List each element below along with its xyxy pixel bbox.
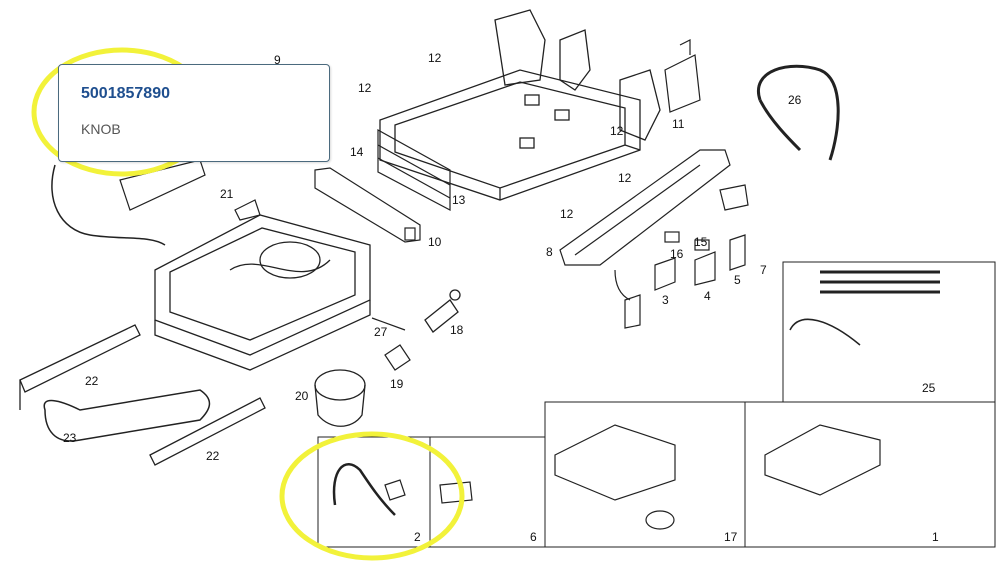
side-rail[interactable] [559, 149, 731, 266]
label-25: 25 [922, 381, 936, 395]
part-callout: 5001857890 KNOB [58, 64, 330, 162]
part-labels: 1 2 3 4 5 6 7 8 9 10 11 12 12 12 12 12 1… [63, 51, 939, 544]
highlight-ellipse-part-2 [279, 431, 465, 561]
label-12a: 12 [428, 51, 442, 65]
label-7: 7 [760, 263, 767, 277]
small-parts-cluster[interactable] [614, 184, 749, 329]
label-23: 23 [63, 431, 77, 445]
label-22a: 22 [85, 374, 99, 388]
slide-rail-right[interactable] [149, 397, 266, 466]
label-19: 19 [390, 377, 404, 391]
label-15: 15 [694, 235, 708, 249]
seat-frame-assembly[interactable] [379, 9, 661, 201]
label-12d: 12 [560, 207, 574, 221]
label-3: 3 [662, 293, 669, 307]
label-8: 8 [546, 245, 553, 259]
label-12c: 12 [618, 171, 632, 185]
seat-cushion-assembly[interactable] [154, 214, 371, 371]
cylinder[interactable] [424, 289, 461, 333]
label-5: 5 [734, 273, 741, 287]
label-13: 13 [452, 193, 466, 207]
label-16: 16 [670, 247, 684, 261]
kit-box-25[interactable] [782, 261, 996, 403]
label-27: 27 [374, 325, 388, 339]
label-1: 1 [932, 530, 939, 544]
label-18: 18 [450, 323, 464, 337]
rail-part[interactable] [314, 167, 421, 243]
seat-slats[interactable] [377, 128, 451, 211]
label-2: 2 [414, 530, 421, 544]
part-number: 5001857890 [81, 85, 170, 102]
label-17: 17 [724, 530, 738, 544]
label-12b: 12 [358, 81, 372, 95]
slide-rail-left[interactable] [19, 324, 141, 410]
bracket-part[interactable] [664, 39, 701, 113]
clip-part[interactable] [234, 199, 261, 221]
label-14: 14 [350, 145, 364, 159]
spring-loop[interactable] [756, 64, 840, 161]
kit-box-17[interactable] [544, 401, 746, 548]
cover-part[interactable] [119, 159, 206, 211]
label-9: 9 [274, 53, 281, 67]
kit-box-1[interactable] [744, 401, 996, 548]
label-4: 4 [704, 289, 711, 303]
cable[interactable] [51, 164, 166, 246]
small-bracket[interactable] [384, 344, 411, 371]
air-spring[interactable] [314, 369, 366, 427]
label-21: 21 [220, 187, 234, 201]
label-22b: 22 [206, 449, 220, 463]
label-11: 11 [672, 117, 685, 131]
label-26: 26 [788, 93, 802, 107]
part-description: KNOB [81, 121, 121, 137]
label-6: 6 [530, 530, 537, 544]
label-10: 10 [428, 235, 442, 249]
wire-frame[interactable] [43, 389, 211, 442]
screw[interactable] [371, 317, 406, 331]
label-12e: 12 [610, 124, 624, 138]
label-20: 20 [295, 389, 309, 403]
